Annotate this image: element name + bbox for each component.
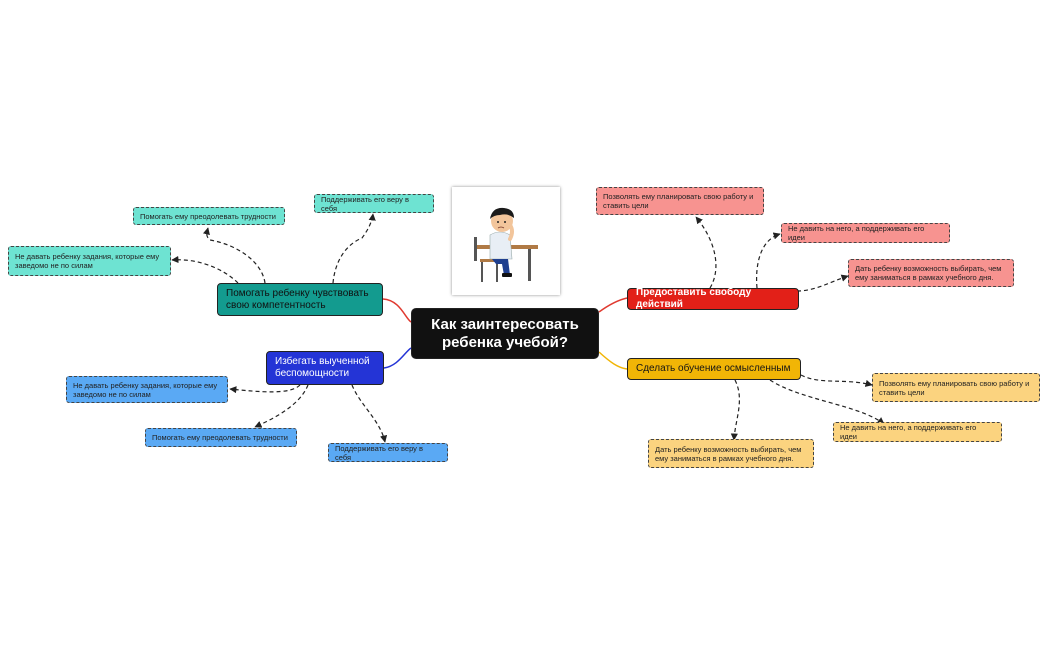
topic-freedom[interactable]: Предоставить свободу действий [627, 287, 799, 310]
link-meaningful-3 [730, 379, 741, 441]
topic-helplessness[interactable]: Избегать выученной беспомощности [266, 351, 384, 385]
connector-helplessness [383, 347, 412, 369]
link-competence-2 [332, 213, 376, 284]
subtopic-competence-belief[interactable]: Поддерживать его веру в себя [314, 194, 434, 213]
link-freedom-2 [756, 232, 781, 289]
connector-freedom [598, 297, 628, 313]
subtopic-competence-tasks[interactable]: Не давать ребенку задания, которые ему з… [8, 246, 171, 276]
subtopic-helplessness-difficulties[interactable]: Помогать ему преодолевать трудности [145, 428, 297, 447]
link-competence-3 [171, 255, 239, 284]
subtopic-meaningful-ideas[interactable]: Не давить на него, а поддерживать его ид… [833, 422, 1002, 442]
link-competence-1 [202, 227, 266, 284]
connector-competence [382, 298, 412, 323]
link-meaningful-2 [769, 379, 885, 425]
connector-meaningful [598, 351, 628, 370]
root-topic[interactable]: Как заинтересовать ребенка учебой? [411, 308, 599, 359]
subtopic-meaningful-choice[interactable]: Дать ребенку возможность выбирать, чем е… [648, 439, 814, 468]
subtopic-helplessness-belief[interactable]: Поддерживать его веру в себя [328, 443, 448, 462]
subtopic-helplessness-tasks[interactable]: Не давать ребенку задания, которые ему з… [66, 376, 228, 403]
subtopic-competence-difficulties[interactable]: Помогать ему преодолевать трудности [133, 207, 285, 225]
link-helplessness-3 [351, 384, 388, 443]
student-illustration [452, 187, 560, 295]
subtopic-freedom-choice[interactable]: Дать ребенку возможность выбирать, чем е… [848, 259, 1014, 287]
topic-meaningful[interactable]: Сделать обучение осмысленным [627, 358, 801, 380]
student-at-desk-icon [474, 207, 538, 282]
subtopic-freedom-planning[interactable]: Позволять ему планировать свою работу и … [596, 187, 764, 215]
link-freedom-3 [796, 274, 849, 292]
link-meaningful-1 [800, 374, 873, 387]
subtopic-freedom-ideas[interactable]: Не давить на него, а поддерживать его ид… [781, 223, 950, 243]
subtopic-meaningful-planning[interactable]: Позволять ему планировать свою работу и … [872, 373, 1040, 402]
topic-competence[interactable]: Помогать ребенку чувствовать свою компет… [217, 283, 383, 316]
link-helplessness-1 [229, 384, 301, 394]
link-freedom-1 [695, 216, 717, 289]
